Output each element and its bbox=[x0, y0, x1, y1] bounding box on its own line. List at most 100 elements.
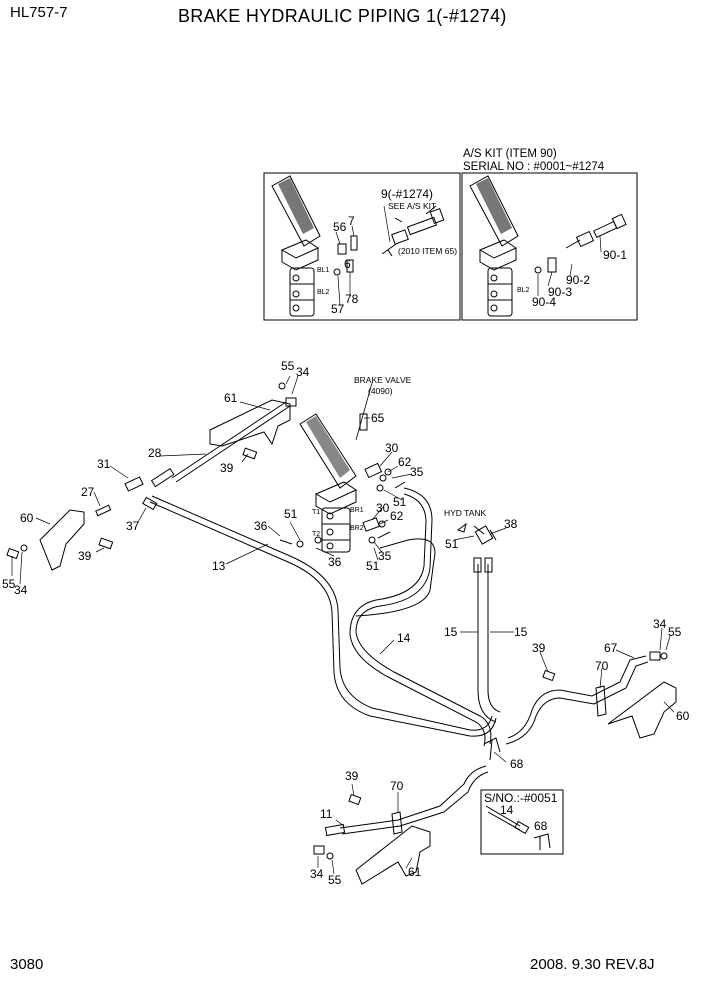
callout: 68 bbox=[510, 757, 524, 771]
inset-left-labels: 9(-#1274) SEE A/S KIT (2010 ITEM 65) BL1… bbox=[317, 187, 457, 316]
callout: 34 bbox=[310, 867, 324, 881]
bracket-61-top bbox=[209, 399, 291, 447]
callout: 57 bbox=[331, 302, 345, 316]
serial-inset-frame bbox=[480, 789, 564, 855]
bracket-60-left bbox=[39, 509, 85, 571]
port-br2: BR2 bbox=[350, 525, 364, 532]
item-65-fitting bbox=[359, 413, 368, 431]
pipe-67 bbox=[505, 655, 649, 745]
inset-right-frame bbox=[461, 172, 638, 321]
valve-fittings bbox=[279, 462, 406, 548]
callout: 61 bbox=[224, 391, 238, 405]
port-t2: T2 bbox=[312, 531, 320, 538]
callout: 34 bbox=[653, 617, 667, 631]
kit-box-line1: A/S KIT (ITEM 90) bbox=[463, 148, 557, 160]
page-title: BRAKE HYDRAULIC PIPING 1(-#1274) bbox=[178, 6, 507, 26]
inset-right-labels: BL2 90-1 90-2 90-3 90-4 bbox=[517, 248, 627, 309]
callout: 90-3 bbox=[548, 285, 572, 299]
callout: 51 bbox=[393, 495, 407, 509]
main-callouts: 55 34 61 65 30 62 35 28 39 31 27 60 37 3… bbox=[2, 359, 690, 887]
callout: 6 bbox=[344, 257, 351, 271]
callout: 56 bbox=[333, 220, 347, 234]
callout: 39 bbox=[78, 549, 92, 563]
inset-left-port-bl2: BL2 bbox=[317, 289, 330, 296]
callout: 78 bbox=[345, 292, 359, 306]
brake-valve-body bbox=[299, 413, 358, 553]
callout: 65 bbox=[371, 411, 385, 425]
inset-left-note-see: SEE A/S KIT bbox=[388, 201, 436, 211]
callout: 55 bbox=[328, 873, 342, 887]
clamp-70-right bbox=[595, 685, 607, 717]
callout: 28 bbox=[148, 446, 162, 460]
callout: 51 bbox=[284, 507, 298, 521]
bracket-61-bottom bbox=[355, 825, 431, 885]
callout: 13 bbox=[212, 559, 226, 573]
callout: 39 bbox=[220, 461, 234, 475]
hyd-tank-label: HYD TANK bbox=[444, 508, 487, 518]
pipe-12-tank-line bbox=[355, 525, 497, 617]
callout: 11 bbox=[320, 807, 333, 821]
brake-valve-ref: (4090) bbox=[368, 386, 393, 396]
inset-left-port-bl1: BL1 bbox=[317, 267, 330, 274]
callout: 14 bbox=[397, 631, 411, 645]
port-br1: BR1 bbox=[350, 507, 364, 514]
callout: 36 bbox=[254, 519, 268, 533]
callout: 7 bbox=[348, 214, 355, 228]
brake-valve-label: BRAKE VALVE bbox=[354, 375, 412, 385]
pipe-11 bbox=[324, 765, 489, 837]
callout: 55 bbox=[668, 625, 682, 639]
callout: 90-2 bbox=[566, 273, 590, 287]
callout: 55 bbox=[2, 577, 16, 591]
callout: 61 bbox=[408, 865, 422, 879]
clamp-70-bottom bbox=[391, 811, 403, 835]
callout: 30 bbox=[376, 501, 390, 515]
callout: 39 bbox=[532, 641, 546, 655]
callout: 34 bbox=[14, 583, 28, 597]
callout: 51 bbox=[445, 537, 459, 551]
callout: 34 bbox=[296, 365, 310, 379]
callout: 31 bbox=[97, 457, 111, 471]
callout: 35 bbox=[378, 549, 392, 563]
item-68-tee bbox=[483, 737, 501, 761]
callout: 70 bbox=[390, 779, 404, 793]
serial-inset-parts bbox=[485, 805, 551, 850]
callout: 15 bbox=[444, 625, 458, 639]
callout: 62 bbox=[390, 509, 404, 523]
callout: 27 bbox=[81, 485, 95, 499]
callout: 90-4 bbox=[532, 295, 556, 309]
inset-right-port-bl2: BL2 bbox=[517, 287, 530, 294]
serial-inset-label: S/NO.:-#0051 bbox=[484, 791, 558, 805]
small-hardware bbox=[6, 382, 668, 860]
brake-valve-leader bbox=[355, 382, 373, 441]
inset-left-note-ref: (2010 ITEM 65) bbox=[398, 246, 457, 256]
pipe-14 bbox=[349, 487, 492, 747]
bracket-60-right bbox=[607, 681, 677, 739]
inset-left-valve bbox=[271, 175, 321, 317]
port-t1: T1 bbox=[312, 509, 320, 516]
callout: 35 bbox=[410, 465, 424, 479]
callout: 62 bbox=[398, 455, 412, 469]
callout: 14 bbox=[500, 803, 514, 817]
callout: 60 bbox=[20, 511, 34, 525]
pipe-15 bbox=[473, 557, 501, 723]
pipe-28 bbox=[150, 401, 291, 488]
inset-right-valve bbox=[469, 175, 519, 317]
inset-left-frame bbox=[263, 172, 461, 321]
callout: 68 bbox=[534, 819, 548, 833]
kit-box-line2: SERIAL NO : #0001~#1274 bbox=[463, 161, 605, 173]
callout: 55 bbox=[281, 359, 295, 373]
callout: 15 bbox=[514, 625, 528, 639]
inset-left-note-item: 9(-#1274) bbox=[381, 187, 433, 201]
callout: 90-1 bbox=[603, 248, 627, 262]
model-code: HL757-7 bbox=[10, 4, 68, 21]
callout: 37 bbox=[126, 519, 140, 533]
callout: 51 bbox=[366, 559, 380, 573]
revision-date: 2008. 9.30 REV.8J bbox=[530, 956, 655, 973]
callout: 70 bbox=[595, 659, 609, 673]
callout: 39 bbox=[345, 769, 359, 783]
leader-lines bbox=[11, 205, 675, 875]
callout: 60 bbox=[676, 709, 690, 723]
page-number: 3080 bbox=[10, 956, 44, 973]
callout: 30 bbox=[385, 441, 399, 455]
callout: 38 bbox=[504, 517, 518, 531]
